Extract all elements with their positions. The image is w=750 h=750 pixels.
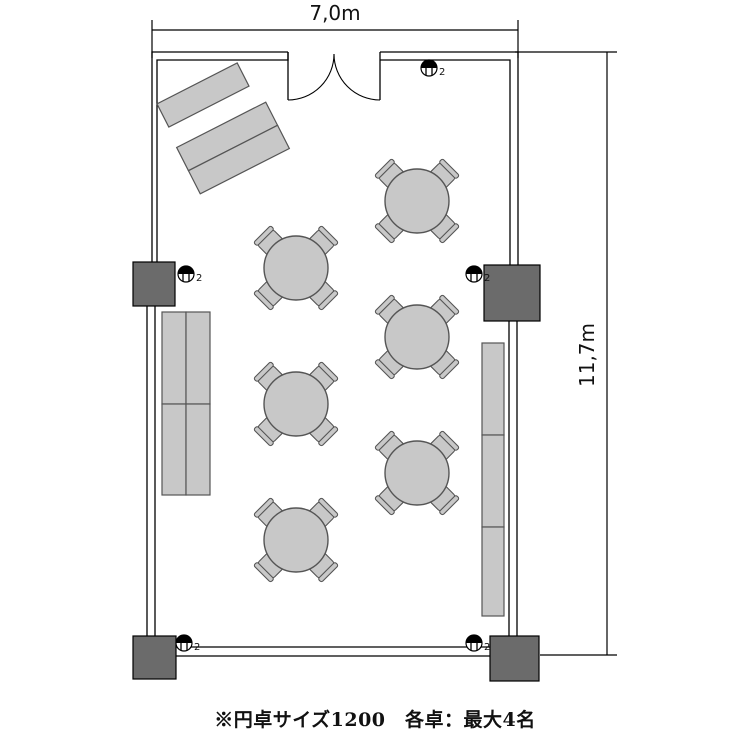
outlet-icon: 2: [177, 265, 202, 284]
table-top: [384, 168, 450, 234]
side-table-top: [156, 62, 250, 128]
outlet-icon: 2: [175, 634, 200, 653]
round-table-2: [253, 225, 339, 311]
table-top: [384, 304, 450, 370]
pillars: [132, 261, 541, 682]
round-tables: [253, 158, 460, 583]
outlet-count-label: 2: [484, 642, 490, 653]
height-dimension: [515, 51, 617, 656]
buffet-table-left: [161, 311, 211, 496]
room-walls: [146, 51, 519, 657]
outlet-icon: 2: [420, 59, 445, 78]
pillar-left-middle: [132, 261, 176, 307]
table-top: [263, 235, 329, 301]
caption-note: ※円卓サイズ1200 各卓：最大4名: [214, 709, 536, 731]
side-table-long: [175, 101, 291, 195]
pillar-right-bottom: [489, 635, 540, 682]
round-table-1: [374, 158, 460, 244]
outlet-count-label: 2: [484, 273, 490, 284]
round-table-6: [253, 497, 339, 583]
table-top: [384, 440, 450, 506]
outlet-count-label: 2: [439, 67, 445, 78]
outlets: 2 2 2 2 2: [175, 59, 490, 653]
outlet-count-label: 2: [194, 642, 200, 653]
height-dimension-label: 11,7m: [575, 323, 599, 387]
entrance-door: [287, 53, 381, 101]
table-top: [263, 507, 329, 573]
pillar-left-bottom: [132, 635, 177, 680]
pillar-right-middle: [483, 264, 541, 322]
buffet-table-right: [481, 342, 505, 617]
outlet-icon: 2: [465, 634, 490, 653]
table-top: [263, 371, 329, 437]
width-dimension-label: 7,0m: [309, 1, 360, 25]
round-table-5: [374, 430, 460, 516]
outlet-icon: 2: [465, 265, 490, 284]
round-table-3: [374, 294, 460, 380]
outlet-count-label: 2: [196, 273, 202, 284]
round-table-4: [253, 361, 339, 447]
